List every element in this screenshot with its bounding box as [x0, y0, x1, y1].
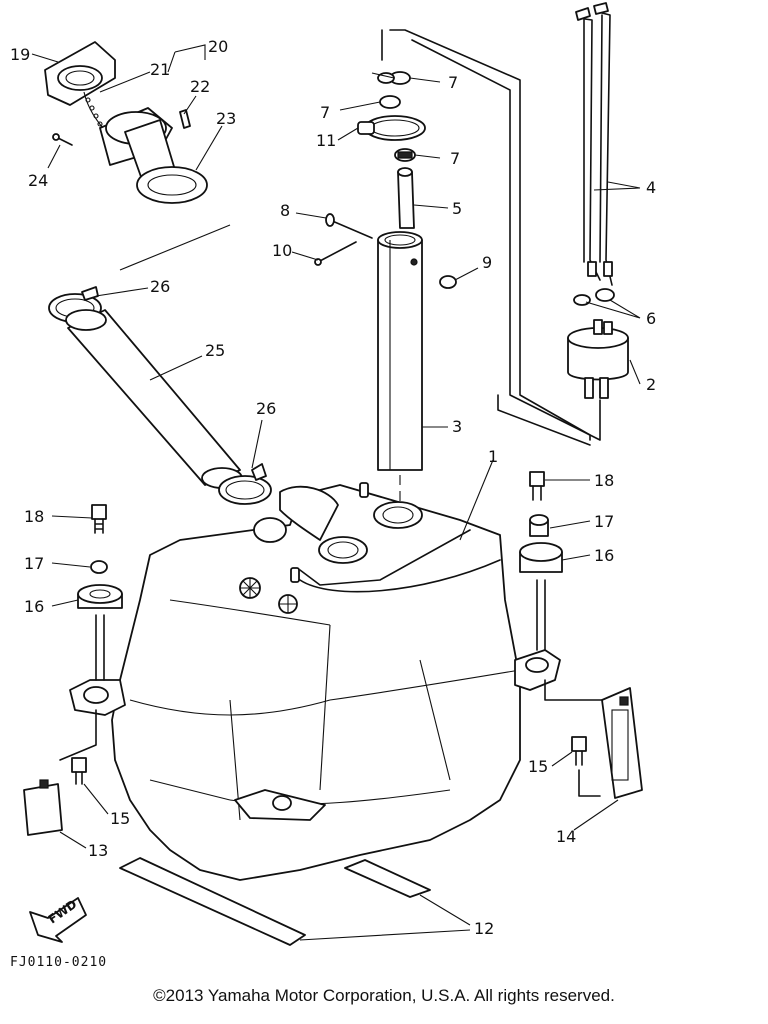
callout-1: 1	[488, 447, 498, 466]
callout-24: 24	[28, 171, 48, 190]
callout-7-lower: 7	[450, 149, 460, 168]
callout-6: 6	[646, 309, 656, 328]
filler-cap-assembly	[44, 41, 208, 204]
callout-14: 14	[556, 827, 576, 846]
callout-16-left: 16	[24, 597, 44, 616]
callout-7-top-right: 7	[448, 73, 458, 92]
callout-15-right: 15	[528, 757, 548, 776]
callout-12: 12	[474, 919, 494, 938]
callout-numbers: 19 20 21 22 23 24 26 25 26 7 7 7 11 5 8 …	[10, 37, 656, 938]
tank-straps	[119, 857, 471, 946]
hose-routing-lines	[381, 29, 601, 446]
callout-21: 21	[150, 60, 170, 79]
filler-hose-assembly	[48, 224, 272, 505]
copyright-notice: ©2013 Yamaha Motor Corporation, U.S.A. A…	[153, 986, 615, 1005]
left-mount-hardware	[23, 504, 123, 836]
callout-8: 8	[280, 201, 290, 220]
callout-18-left: 18	[24, 507, 44, 526]
callout-7-left: 7	[320, 103, 330, 122]
callout-4: 4	[646, 178, 656, 197]
callout-16-right: 16	[594, 546, 614, 565]
callout-11: 11	[316, 131, 336, 150]
right-mount-hardware	[519, 471, 643, 799]
callout-20: 20	[208, 37, 228, 56]
callout-15-left: 15	[110, 809, 130, 828]
callout-17-left: 17	[24, 554, 44, 573]
callout-5: 5	[452, 199, 462, 218]
callout-18-right: 18	[594, 471, 614, 490]
callout-9: 9	[482, 253, 492, 272]
pickup-tube-assembly	[314, 71, 457, 505]
forward-arrow-indicator: FWD	[29, 897, 87, 943]
leader-lines	[31, 44, 641, 849]
callout-26-bottom: 26	[256, 399, 276, 418]
fuel-tank	[69, 482, 561, 881]
callout-17-right: 17	[594, 512, 614, 531]
callout-23: 23	[216, 109, 236, 128]
callout-22: 22	[190, 77, 210, 96]
callout-13: 13	[88, 841, 108, 860]
callout-3: 3	[452, 417, 462, 436]
figure-code: FJ0110-0210	[10, 955, 107, 970]
callout-10: 10	[272, 241, 292, 260]
callout-26-top: 26	[150, 277, 170, 296]
callout-25: 25	[205, 341, 225, 360]
callout-2: 2	[646, 375, 656, 394]
callout-19: 19	[10, 45, 30, 64]
vent-line-assembly	[567, 2, 629, 399]
